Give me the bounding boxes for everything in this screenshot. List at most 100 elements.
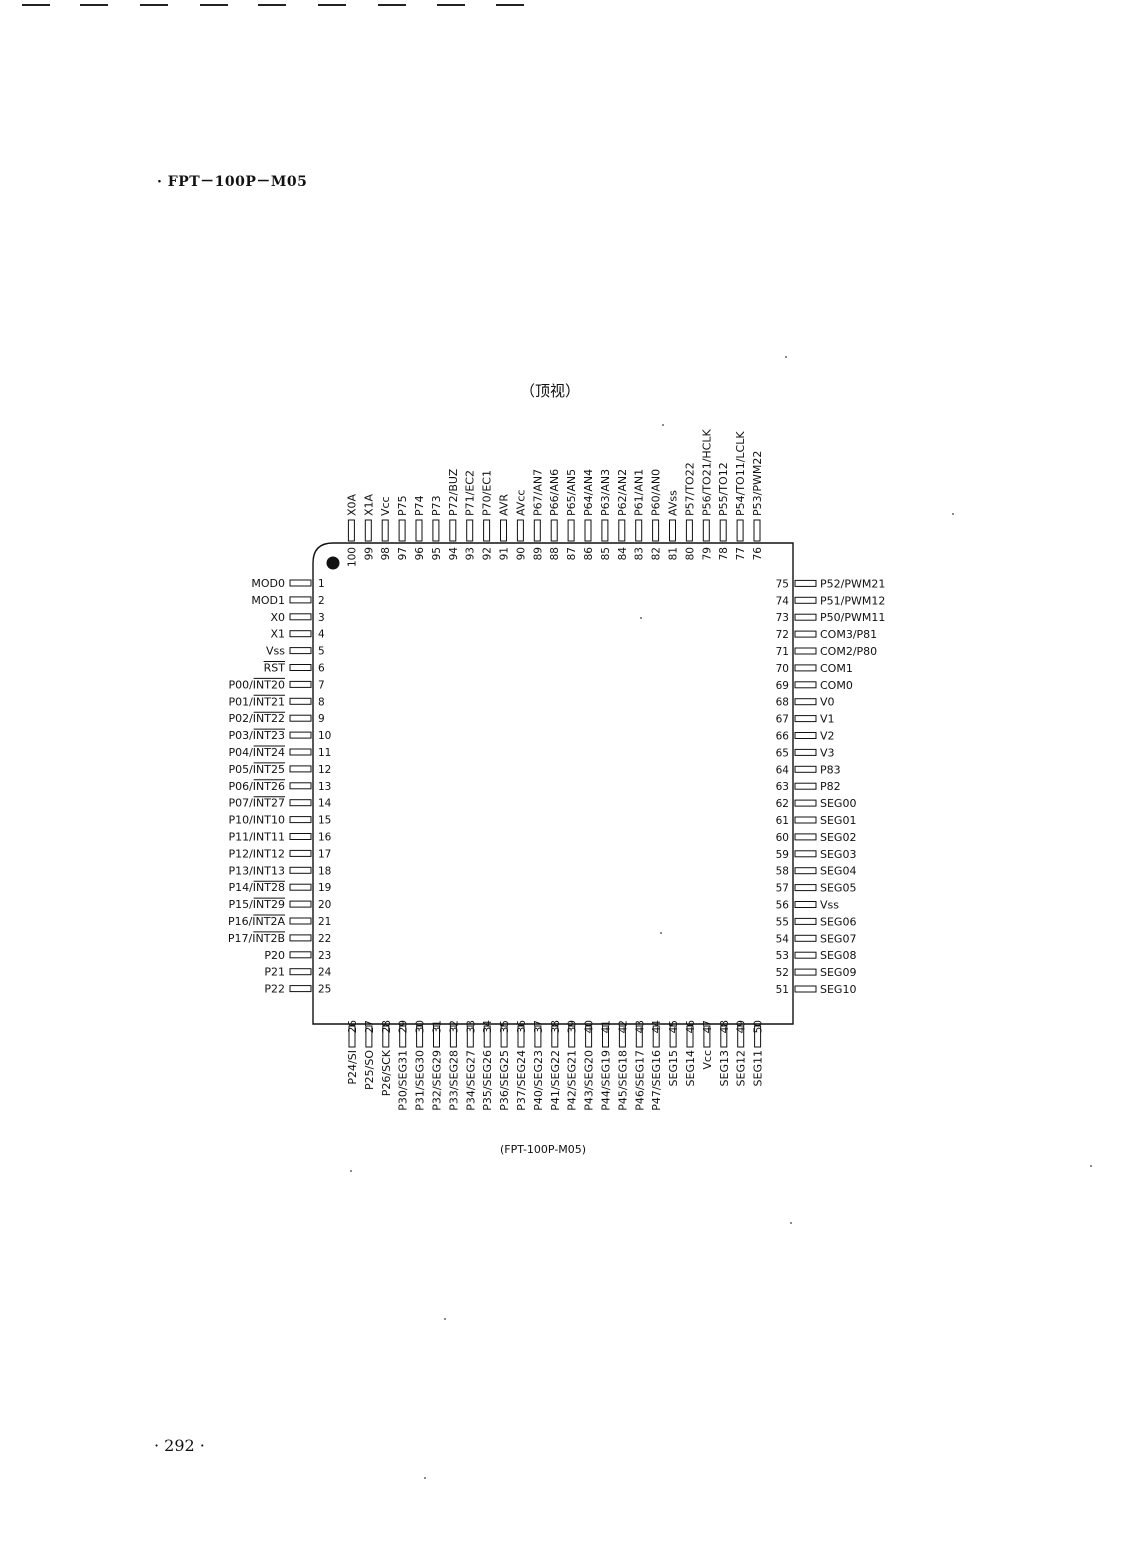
scan-speck xyxy=(1090,1165,1092,1167)
pin-label-79: P56/TO21/HCLK xyxy=(700,429,713,516)
pin-lead-82 xyxy=(652,519,660,542)
pin-label-16: P11/INT11 xyxy=(228,831,285,844)
pin-number-66: 66 xyxy=(776,731,790,743)
pin-label-78: P55/TO12 xyxy=(717,462,730,516)
scan-speck xyxy=(640,617,642,619)
pin-lead-41 xyxy=(602,1025,609,1048)
pin-label-14: P07/INT27 xyxy=(228,797,285,810)
pin-number-42: 42 xyxy=(617,1020,629,1033)
pin-number-96: 96 xyxy=(414,547,426,561)
pin-number-41: 41 xyxy=(601,1020,613,1033)
scan-speck xyxy=(790,1222,792,1224)
pin-label-92: P70/EC1 xyxy=(481,470,494,516)
pin-label-36: P37/SEG24 xyxy=(515,1050,528,1111)
pin-number-6: 6 xyxy=(318,663,325,675)
pin-number-46: 46 xyxy=(685,1020,697,1034)
pin-number-34: 34 xyxy=(482,1020,494,1034)
pin-label-35: P36/SEG25 xyxy=(498,1050,511,1111)
pin-label-60: SEG02 xyxy=(820,831,856,844)
pin-label-68: V0 xyxy=(820,696,835,709)
pin-label-63: P82 xyxy=(820,780,841,793)
pin-number-91: 91 xyxy=(499,547,511,560)
pin-number-77: 77 xyxy=(735,547,747,560)
pin-number-57: 57 xyxy=(776,883,789,895)
pin-label-89: P67/AN7 xyxy=(531,469,544,516)
pin-number-5: 5 xyxy=(318,646,325,658)
pin-label-83: P61/AN1 xyxy=(633,469,646,516)
pin-number-23: 23 xyxy=(318,950,331,962)
pin-lead-65 xyxy=(794,748,817,756)
pin-number-16: 16 xyxy=(318,832,332,844)
pin-label-77: P54/TO11/LCLK xyxy=(734,431,747,516)
pin-lead-11 xyxy=(289,748,312,756)
pin-number-71: 71 xyxy=(776,646,789,658)
pin-number-99: 99 xyxy=(363,547,375,560)
pin-number-87: 87 xyxy=(566,547,578,560)
pin-label-72: COM3/P81 xyxy=(820,628,877,641)
pin-lead-52 xyxy=(794,968,817,976)
pin-label-37: P40/SEG23 xyxy=(532,1050,545,1111)
scan-speck xyxy=(444,1318,446,1320)
pin-label-84: P62/AN2 xyxy=(616,469,629,516)
pin-lead-26 xyxy=(348,1025,356,1048)
pin-number-72: 72 xyxy=(776,629,789,641)
pin-lead-94 xyxy=(449,519,457,542)
pin-label-17: P12/INT12 xyxy=(228,847,285,860)
pin-lead-55 xyxy=(794,917,817,925)
pin-number-35: 35 xyxy=(499,1020,511,1033)
pin-number-97: 97 xyxy=(397,547,409,560)
pin-lead-84 xyxy=(618,519,626,542)
pin-lead-96 xyxy=(415,519,423,542)
pin-number-63: 63 xyxy=(776,781,789,793)
pin-number-92: 92 xyxy=(482,547,494,560)
pin-number-59: 59 xyxy=(776,849,789,861)
pin-label-8: P01/INT21 xyxy=(228,695,285,708)
pin-label-15: P10/INT10 xyxy=(228,814,285,827)
pin-lead-45 xyxy=(669,1025,677,1048)
pin-lead-99 xyxy=(364,519,372,542)
pin-lead-54 xyxy=(794,934,817,942)
pin-number-45: 45 xyxy=(668,1020,680,1033)
figure-caption: (FPT-100P-M05) xyxy=(500,1143,587,1156)
scan-speck xyxy=(952,513,954,515)
pin-label-19: P14/INT28 xyxy=(228,881,285,894)
pin-lead-56 xyxy=(794,901,817,908)
pin-lead-23 xyxy=(289,951,312,959)
scan-speck xyxy=(424,1477,426,1479)
pin-lead-68 xyxy=(794,698,817,706)
pin-lead-15 xyxy=(289,816,312,824)
pin-number-76: 76 xyxy=(752,547,764,561)
pin-number-68: 68 xyxy=(776,697,789,709)
pin-label-11: P04/INT24 xyxy=(228,746,285,759)
pin-number-21: 21 xyxy=(318,916,331,928)
pin-number-62: 62 xyxy=(776,798,789,810)
pin-number-4: 4 xyxy=(318,629,325,641)
pin-lead-33 xyxy=(466,1025,474,1048)
pin-label-67: V1 xyxy=(820,713,835,726)
pin-lead-34 xyxy=(483,1025,491,1048)
pin-lead-42 xyxy=(618,1025,626,1048)
pin-lead-37 xyxy=(534,1025,542,1048)
top-edge-mark xyxy=(140,4,168,6)
pin-label-23: P20 xyxy=(264,949,285,962)
pin1-marker-dot xyxy=(326,556,340,570)
pin-label-71: COM2/P80 xyxy=(820,645,877,658)
pin-number-100: 100 xyxy=(346,547,358,567)
pin-number-37: 37 xyxy=(533,1020,545,1033)
pin-number-95: 95 xyxy=(431,547,443,560)
pin-lead-13 xyxy=(289,782,312,790)
pin-lead-70 xyxy=(794,664,817,672)
top-edge-mark xyxy=(437,4,465,6)
pin-number-44: 44 xyxy=(651,1020,663,1034)
pin-label-56: Vss xyxy=(820,899,839,912)
pin-number-26: 26 xyxy=(347,1020,359,1034)
pin-lead-81 xyxy=(669,519,676,542)
page-number: · 292 · xyxy=(154,1436,205,1455)
pin-lead-93 xyxy=(466,519,474,542)
pin-lead-40 xyxy=(585,1025,593,1048)
pin-number-15: 15 xyxy=(318,815,331,827)
pin-label-93: P71/EC2 xyxy=(464,470,477,516)
pin-number-20: 20 xyxy=(318,899,331,911)
pin-label-24: P21 xyxy=(264,966,285,979)
pin-number-17: 17 xyxy=(318,848,331,860)
